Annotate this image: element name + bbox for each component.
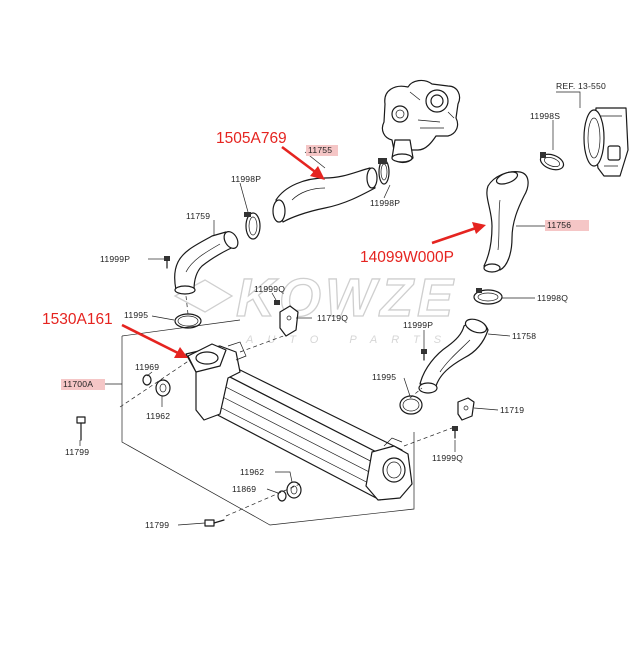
grommet-11962-b: [286, 481, 302, 499]
hose-11755: [272, 167, 378, 223]
watermark-sub: AUTO PARTS: [245, 334, 455, 346]
grommet-11962-a: [155, 379, 171, 397]
red-arrows: [121, 145, 486, 358]
bolt-11799-b: [204, 519, 225, 527]
label-11869: 11869: [232, 484, 256, 494]
label-11998Q: 11998Q: [537, 293, 568, 303]
pipe-11758: [418, 318, 489, 394]
callout-1530A161: 1530A161: [42, 311, 113, 328]
bolt-11999P-b: [421, 349, 427, 361]
bracket-11719Q: [274, 300, 299, 337]
clamp-11998P-b: [378, 158, 390, 185]
nut-11869: [277, 490, 287, 502]
label-11799-a: 11799: [65, 447, 89, 457]
intercooler: [185, 341, 413, 501]
callout-1505A769: 1505A769: [216, 130, 287, 147]
clamp-11998S: [539, 152, 565, 171]
intercooler-frame: [121, 319, 415, 526]
label-11799-b: 11799: [145, 520, 169, 530]
bolt-11999Q-b: [452, 426, 458, 439]
clamp-11998Q: [473, 288, 503, 305]
label-11995-a: 11995: [124, 310, 148, 320]
clamp-11998P-a: [244, 212, 261, 240]
alignment-lines: [119, 295, 453, 517]
label-11962-a: 11962: [146, 411, 170, 421]
label-11998P-a: 11998P: [231, 174, 261, 184]
label-11999P-a: 11999P: [100, 254, 130, 264]
watermark-brand: KOWZE: [236, 268, 457, 328]
label-11999P-b: 11999P: [403, 320, 433, 330]
label-11998S: 11998S: [530, 111, 560, 121]
label-11719Q: 11719Q: [317, 313, 348, 323]
highlight-11700A: [61, 379, 105, 390]
label-11999Q-a: 11999Q: [254, 284, 285, 294]
label-11756: 11756: [547, 220, 571, 230]
label-11995-b: 11995: [372, 372, 396, 382]
label-11998P-b: 11998P: [370, 198, 400, 208]
hose-11756: [483, 171, 529, 273]
label-11759: 11759: [186, 211, 210, 221]
bolt-11999P-a: [164, 256, 170, 269]
callout-14099W000P: 14099W000P: [360, 249, 454, 266]
highlight-11756: [545, 220, 589, 231]
label-11999Q-b: 11999Q: [432, 453, 463, 463]
label-11962-b: 11962: [240, 467, 264, 477]
nut-11969-a: [142, 374, 152, 386]
label-11758: 11758: [512, 331, 536, 341]
label-ref: REF. 13-550: [556, 81, 606, 91]
leader-lines: [79, 91, 581, 526]
pipe-11759: [174, 231, 239, 295]
throttle-body: [583, 107, 629, 177]
gasket-11995-b: [399, 395, 423, 415]
label-11700A: 11700A: [63, 379, 93, 389]
watermark: KOWZE AUTO PARTS: [173, 267, 457, 346]
bracket-11719: [457, 397, 475, 421]
turbocharger: [381, 79, 461, 164]
label-11755: 11755: [308, 145, 332, 155]
label-11719: 11719: [500, 405, 524, 415]
label-11969-a: 11969: [135, 362, 159, 372]
highlight-11755: [306, 145, 338, 156]
bolt-11799-a: [76, 416, 86, 441]
